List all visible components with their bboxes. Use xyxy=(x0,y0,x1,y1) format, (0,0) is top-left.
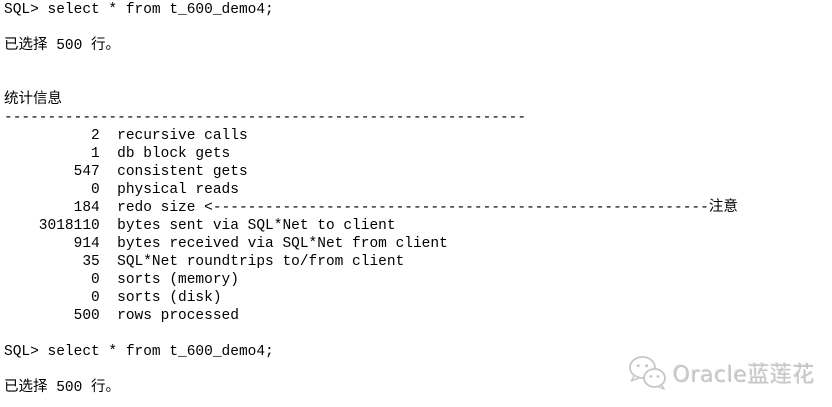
terminal-line: 已选择 500 行。 xyxy=(4,38,121,54)
terminal-line: 统计信息 xyxy=(4,92,62,108)
terminal-line xyxy=(4,73,738,91)
terminal-line: SQL> select * from t_600_demo4; xyxy=(4,344,274,360)
wechat-icon xyxy=(628,355,666,390)
terminal-line: 已选择 500 行。 xyxy=(4,380,121,396)
terminal-line: 914 bytes received via SQL*Net from clie… xyxy=(4,236,448,252)
terminal-line: ----------------------------------------… xyxy=(4,110,527,126)
watermark-label: Oracle蓝莲花 xyxy=(672,362,815,388)
terminal-line: 0 physical reads xyxy=(4,182,239,198)
terminal-line: 3018110 bytes sent via SQL*Net to client xyxy=(4,218,396,234)
terminal-line: 2 recursive calls xyxy=(4,128,248,144)
watermark: Oracle蓝莲花 xyxy=(628,355,815,390)
terminal-output[interactable]: SQL> select * from t_600_demo4; 已选择 500 … xyxy=(4,1,738,397)
terminal-line: 35 SQL*Net roundtrips to/from client xyxy=(4,254,405,270)
terminal-line xyxy=(4,19,738,37)
terminal-line xyxy=(4,55,738,73)
terminal-line: 1 db block gets xyxy=(4,146,231,162)
terminal-line: 0 sorts (disk) xyxy=(4,290,222,306)
terminal-line: 500 rows processed xyxy=(4,308,239,324)
terminal-line: 547 consistent gets xyxy=(4,164,248,180)
terminal-line xyxy=(4,325,738,343)
terminal-line: 184 redo size <-------------------------… xyxy=(4,200,738,216)
terminal-line: 0 sorts (memory) xyxy=(4,272,239,288)
terminal-line: SQL> select * from t_600_demo4; xyxy=(4,2,274,18)
